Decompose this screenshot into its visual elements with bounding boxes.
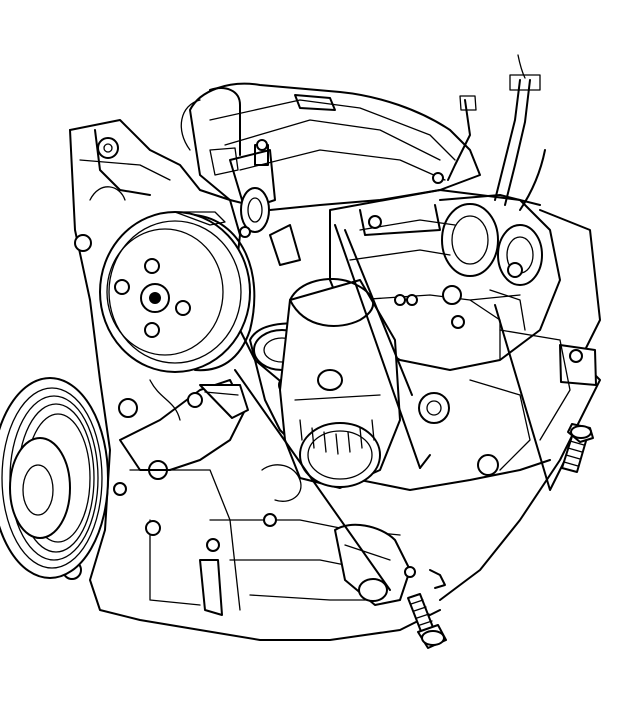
fasteners <box>97 137 465 578</box>
oil-filter <box>279 278 401 489</box>
alignment-lines <box>234 224 566 591</box>
coolant-pipe <box>209 87 301 266</box>
crankshaft-pulley <box>0 377 109 579</box>
intake-manifold <box>329 172 561 371</box>
upper-bolt <box>561 423 594 473</box>
engine-block <box>62 119 551 641</box>
left-bracket <box>119 379 249 471</box>
right-bracket <box>418 209 601 601</box>
lower-bolt <box>407 593 447 649</box>
water-pump-pulley <box>99 211 256 373</box>
wiring-harness <box>447 54 546 211</box>
